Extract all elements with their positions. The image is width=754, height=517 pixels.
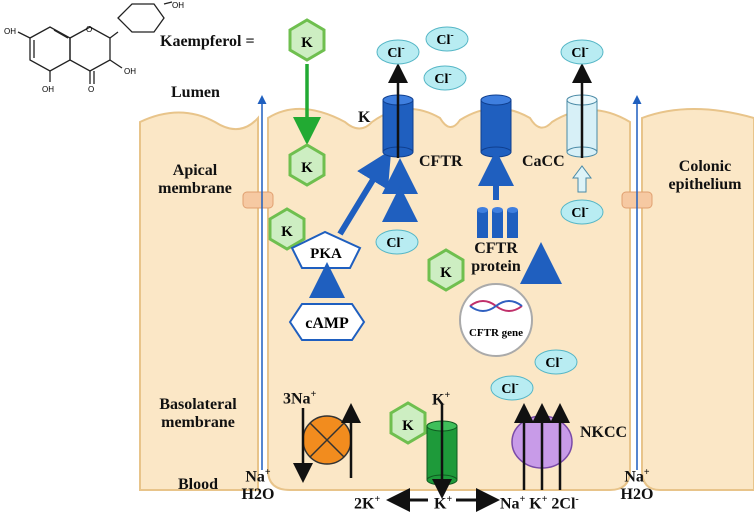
oh-label-4: OH bbox=[172, 1, 184, 10]
oh-label-3: OH bbox=[42, 85, 54, 94]
chloride-ion-label: Cl- bbox=[434, 69, 451, 87]
na3-label: 3Na+ bbox=[283, 389, 317, 408]
tight-junction-left bbox=[242, 191, 274, 209]
chloride-ion-label: Cl- bbox=[571, 43, 588, 61]
k-channel-label: K bbox=[358, 109, 371, 126]
cftr-gene-circle bbox=[459, 283, 533, 357]
oh-label-1: OH bbox=[4, 27, 16, 36]
chloride-ion-label: Cl- bbox=[387, 43, 404, 61]
chloride-ion-oval: Cl- bbox=[425, 26, 469, 52]
apical-membrane-label: Apical membrane bbox=[158, 162, 232, 197]
cftr-channel-middle bbox=[480, 94, 512, 158]
chloride-ion-label: Cl- bbox=[571, 203, 588, 221]
na-h2o-left-label: Na+H2O bbox=[241, 467, 275, 504]
k-plus-bottom-label: K+ bbox=[434, 494, 453, 513]
chloride-ion-oval: Cl- bbox=[534, 349, 578, 375]
nkcc-label: NKCC bbox=[580, 424, 628, 441]
chloride-ion-oval: Cl- bbox=[490, 375, 534, 401]
cftr-protein-cylinders bbox=[477, 207, 518, 238]
dna-helix-strand-icon bbox=[469, 300, 523, 312]
kaempferol-hex-protein: K bbox=[427, 248, 465, 292]
chloride-ion-label: Cl- bbox=[545, 353, 562, 371]
chloride-ion-oval: Cl- bbox=[560, 199, 604, 225]
cacc-label: CaCC bbox=[522, 153, 565, 170]
svg-text:K: K bbox=[440, 265, 452, 281]
nkcc-ions-label: Na+ K+ 2Cl- bbox=[500, 494, 579, 513]
pka-label: PKA bbox=[310, 246, 342, 262]
kaempferol-hex-pka: K bbox=[268, 207, 306, 251]
oh-label-2: OH bbox=[124, 67, 136, 76]
o-label-2: O bbox=[88, 85, 94, 94]
cacc-light-arrow bbox=[572, 165, 592, 193]
chloride-ion-oval: Cl- bbox=[560, 39, 604, 65]
kaempferol-hex-baso: K bbox=[389, 401, 427, 445]
cftr-protein-label: CFTR protein bbox=[471, 240, 521, 275]
basolateral-membrane-label: Basolateral membrane bbox=[159, 396, 237, 431]
kaempferol-hex-apical: K bbox=[288, 143, 326, 187]
chloride-ion-oval: Cl- bbox=[375, 229, 419, 255]
chloride-ion-oval: Cl- bbox=[423, 65, 467, 91]
pump-cross-2 bbox=[309, 422, 345, 458]
kaempferol-hex-top: K bbox=[288, 18, 326, 62]
pka-to-cftr-arrow bbox=[337, 149, 392, 236]
chloride-ion-oval: Cl- bbox=[376, 39, 420, 65]
blood-label: Blood bbox=[178, 476, 219, 493]
pka-pentagon bbox=[290, 230, 362, 269]
camp-shape bbox=[288, 303, 366, 341]
k-plus-top-label: K+ bbox=[432, 390, 451, 409]
chloride-ion-label: Cl- bbox=[436, 30, 453, 48]
svg-text:K: K bbox=[402, 418, 414, 434]
cell-left bbox=[139, 111, 259, 491]
chloride-ion-label: Cl- bbox=[386, 233, 403, 251]
kaempferol-structure bbox=[17, 1, 173, 84]
o-label: O bbox=[86, 25, 92, 34]
cftr-label: CFTR bbox=[419, 153, 463, 170]
svg-text:K: K bbox=[301, 160, 313, 176]
svg-text:K: K bbox=[301, 35, 313, 51]
cell-right bbox=[641, 108, 754, 491]
colonic-epithelium-label: Colonic epithelium bbox=[668, 158, 742, 193]
k2-label: 2K+ bbox=[354, 494, 381, 513]
na-h2o-right-label: Na+H2O bbox=[620, 467, 654, 504]
lumen-label: Lumen bbox=[171, 84, 220, 101]
camp-label: cAMP bbox=[305, 315, 349, 332]
kaempferol-label: Kaempferol = bbox=[160, 33, 255, 50]
cftr-gene-label: CFTR gene bbox=[469, 327, 523, 339]
chloride-ion-label: Cl- bbox=[501, 379, 518, 397]
svg-text:K: K bbox=[281, 224, 293, 240]
